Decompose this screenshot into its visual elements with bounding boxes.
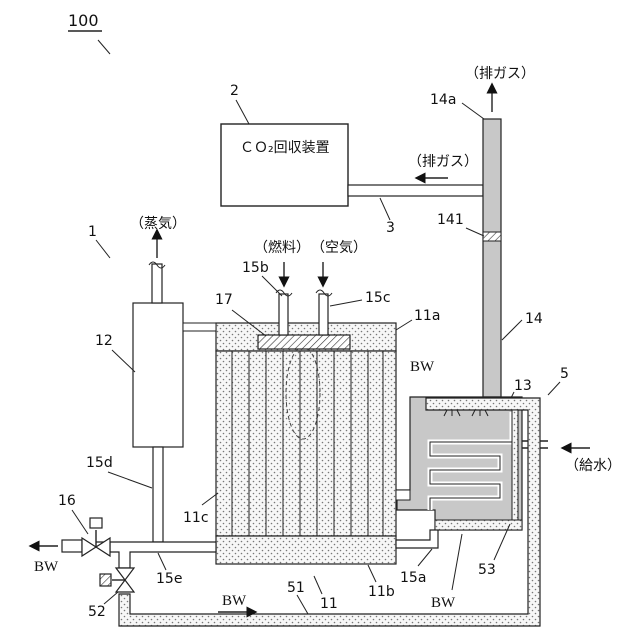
damper-141	[483, 232, 501, 241]
label-5: 5	[560, 366, 569, 382]
separator-upper-pipe	[183, 323, 216, 331]
leader-2	[236, 100, 249, 124]
label-16: 16	[58, 493, 76, 509]
fuel-pipe-15b	[279, 294, 288, 335]
leader-16	[72, 510, 88, 534]
label-17: 17	[215, 292, 233, 308]
label-13: 13	[514, 378, 532, 394]
bw-arrow-label: BW	[222, 593, 247, 609]
leader-11	[314, 576, 322, 594]
air-pipe-15c	[319, 294, 328, 335]
blow-pipe	[62, 540, 82, 552]
label-15c: 15c	[365, 290, 391, 306]
flue-connector	[396, 490, 410, 500]
downcomer-15d	[153, 447, 163, 542]
label-15b: 15b	[242, 260, 269, 276]
leader-5	[548, 382, 560, 395]
label-1: 1	[88, 224, 97, 240]
stack-14	[483, 119, 501, 397]
fuel-label: （燃料）	[254, 239, 310, 256]
label-14: 14	[525, 311, 543, 327]
figure-number: 100	[68, 11, 99, 30]
lower-header-11b	[216, 536, 396, 564]
bw-bottom-label: BW	[431, 595, 456, 611]
bw-top-label: BW	[410, 359, 435, 375]
label-53: 53	[478, 562, 496, 578]
label-14a: 14a	[430, 92, 456, 108]
leader-3	[380, 198, 390, 220]
label-51: 51	[287, 580, 305, 596]
leader-12	[112, 350, 135, 372]
co2-unit-text: ＣＯ₂回収装置	[240, 140, 330, 156]
label-11b: 11b	[368, 584, 395, 600]
boiler-body-11	[216, 351, 396, 536]
leader-15e	[158, 553, 166, 570]
steam-outlet-pipe	[152, 264, 162, 303]
leader-11b	[368, 565, 376, 582]
leader-51	[297, 595, 308, 614]
figure-number-leader	[98, 40, 110, 54]
leader-52	[104, 592, 118, 604]
leader-14	[502, 320, 522, 340]
leader-11a	[396, 320, 412, 330]
pipe-15a	[396, 530, 438, 548]
label-3: 3	[386, 220, 395, 236]
burner-17	[258, 335, 350, 349]
leader-15a	[418, 549, 432, 566]
pipe-15e	[96, 542, 216, 568]
pipe-3	[348, 185, 483, 196]
label-11a: 11a	[414, 308, 440, 324]
air-label: （空気）	[311, 240, 367, 256]
bw-left-label: BW	[34, 559, 59, 575]
label-52: 52	[88, 604, 106, 620]
leader-15c	[330, 300, 362, 306]
steam-separator-12	[133, 303, 183, 447]
valve-52-actuator	[100, 574, 111, 586]
label-141: 141	[437, 212, 464, 228]
feedwater-label: （給水）	[565, 458, 621, 474]
economizer-riser	[512, 410, 518, 520]
label-15e: 15e	[156, 571, 182, 587]
valve-16-actuator	[90, 518, 102, 528]
leader-14a	[462, 103, 484, 119]
label-12: 12	[95, 333, 113, 349]
leader-bw-bottom	[452, 534, 462, 590]
label-11c: 11c	[183, 510, 209, 526]
leader-15b	[262, 276, 282, 296]
leader-1	[96, 240, 110, 258]
exhaust-side-label: （排ガス）	[408, 154, 478, 170]
label-15d: 15d	[86, 455, 113, 471]
exhaust-top-label: （排ガス）	[465, 66, 535, 82]
leader-141	[466, 228, 484, 236]
label-2: 2	[230, 83, 239, 99]
leader-15d	[108, 472, 152, 488]
label-15a: 15a	[400, 570, 426, 586]
steam-label: （蒸気）	[130, 216, 186, 232]
economizer-water-pool	[435, 520, 522, 530]
co2-recovery-unit	[221, 124, 348, 206]
economizer-13	[397, 397, 522, 530]
label-11: 11	[320, 596, 338, 612]
